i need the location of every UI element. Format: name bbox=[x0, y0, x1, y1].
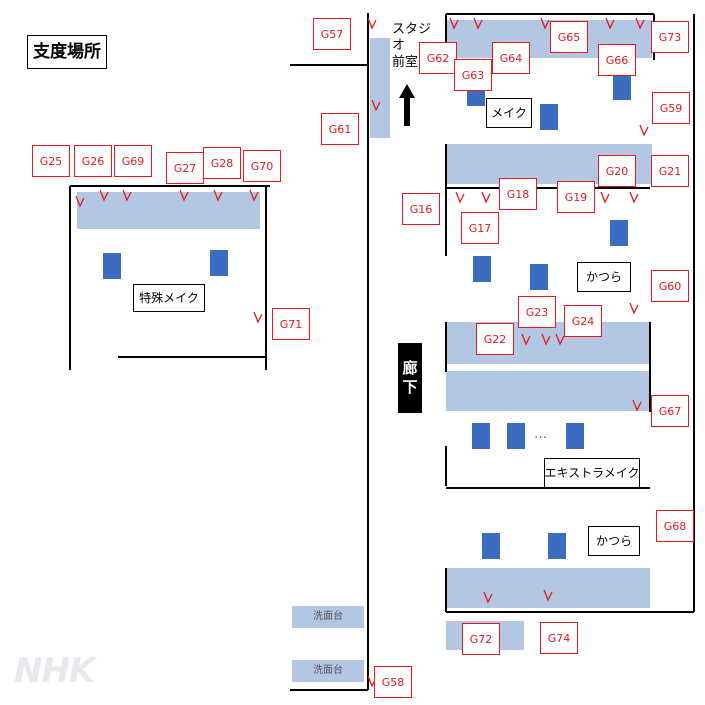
mirror-mark-20 bbox=[629, 191, 639, 204]
corridor-label: 廊 下 bbox=[398, 343, 422, 413]
studio-label: スタジオ bbox=[392, 22, 432, 54]
mirror-mark-25 bbox=[483, 591, 493, 604]
tag-g16: G16 bbox=[402, 193, 440, 225]
tag-g57: G57 bbox=[313, 18, 351, 50]
mirror-mark-17 bbox=[481, 191, 491, 204]
mirror-mark-2 bbox=[99, 189, 109, 202]
chair-7 bbox=[473, 256, 491, 282]
tag-g61: G61 bbox=[321, 113, 359, 145]
mirror-mark-5 bbox=[213, 189, 223, 202]
chair-12 bbox=[482, 533, 500, 559]
tag-g67: G67 bbox=[651, 395, 689, 427]
mirror-mark-14 bbox=[635, 17, 645, 30]
counter-2 bbox=[370, 38, 390, 138]
tag-g19: G19 bbox=[557, 181, 595, 213]
tag-g68: G68 bbox=[656, 510, 694, 542]
counter-1 bbox=[77, 192, 260, 229]
tag-g24: G24 bbox=[564, 305, 602, 337]
mirror-mark-24 bbox=[632, 399, 642, 412]
wig-room-lower-label: かつら bbox=[588, 526, 640, 556]
mirror-mark-19 bbox=[600, 191, 610, 204]
page-title: 支度場所 bbox=[27, 35, 107, 69]
nhk-logo: NHK bbox=[14, 651, 95, 691]
chair-1 bbox=[103, 253, 121, 279]
tag-g63: G63 bbox=[454, 59, 492, 91]
mirror-mark-13 bbox=[605, 17, 615, 30]
tag-g25: G25 bbox=[32, 145, 70, 177]
mirror-mark-1 bbox=[75, 195, 85, 208]
sink-1-label: 洗面台 bbox=[313, 611, 343, 622]
chair-10 bbox=[507, 423, 525, 449]
tag-g62: G62 bbox=[419, 42, 457, 74]
tag-g18: G18 bbox=[499, 178, 537, 210]
chair-9 bbox=[472, 423, 490, 449]
makeup-counters bbox=[77, 20, 652, 682]
tag-g70: G70 bbox=[243, 150, 281, 182]
sink-2-label: 洗面台 bbox=[313, 665, 343, 676]
tag-g73: G73 bbox=[651, 21, 689, 53]
studio-front-room-label: スタジオ 前室 bbox=[392, 22, 438, 71]
wig-room-upper-label: かつら bbox=[577, 262, 631, 292]
mirror-mark-12 bbox=[540, 17, 550, 30]
special-makeup-label: 特殊メイク bbox=[133, 284, 205, 312]
chair-4 bbox=[540, 104, 558, 130]
chair-5 bbox=[613, 74, 631, 100]
front-room-label: 前室 bbox=[392, 54, 419, 70]
corridor-char-1: 廊 bbox=[402, 359, 418, 378]
mirror-mark-21 bbox=[521, 333, 531, 346]
up-arrow-shape bbox=[399, 84, 415, 126]
tag-g64: G64 bbox=[492, 42, 530, 74]
tag-g66: G66 bbox=[598, 44, 636, 76]
more-chairs-ellipsis: … bbox=[534, 427, 547, 442]
mirror-mark-8 bbox=[367, 17, 377, 30]
mirror-mark-10 bbox=[449, 17, 459, 30]
mirror-mark-9 bbox=[371, 99, 381, 112]
chair-8 bbox=[530, 264, 548, 290]
tag-g26: G26 bbox=[74, 145, 112, 177]
tag-g23: G23 bbox=[518, 296, 556, 328]
tag-g60: G60 bbox=[651, 270, 689, 302]
mirror-mark-28 bbox=[629, 302, 639, 315]
counter-9 bbox=[292, 606, 364, 628]
chair-2 bbox=[210, 250, 228, 276]
tag-g69: G69 bbox=[114, 145, 152, 177]
mirror-marks bbox=[75, 17, 649, 688]
tag-g58: G58 bbox=[374, 666, 412, 698]
extra-makeup-label: エキストラメイク bbox=[544, 458, 640, 488]
counter-10 bbox=[292, 660, 364, 682]
tag-g71: G71 bbox=[272, 308, 310, 340]
up-arrow-icon bbox=[399, 84, 415, 126]
mirror-mark-3 bbox=[122, 189, 132, 202]
chair-11 bbox=[566, 423, 584, 449]
tag-g59: G59 bbox=[652, 92, 690, 124]
tag-g65: G65 bbox=[550, 21, 588, 53]
tag-g22: G22 bbox=[476, 323, 514, 355]
tag-g74: G74 bbox=[540, 622, 578, 654]
chair-13 bbox=[548, 533, 566, 559]
mirror-mark-6 bbox=[249, 189, 259, 202]
mirror-mark-23 bbox=[555, 333, 565, 346]
counter-6 bbox=[446, 371, 650, 411]
tag-g27: G27 bbox=[166, 152, 204, 184]
tag-g72: G72 bbox=[462, 623, 500, 655]
makeup-room-label: メイク bbox=[486, 98, 532, 128]
mirror-mark-16 bbox=[455, 191, 465, 204]
mirror-mark-22 bbox=[541, 333, 551, 346]
tag-g17: G17 bbox=[461, 212, 499, 244]
mirror-mark-11 bbox=[473, 17, 483, 30]
mirror-mark-4 bbox=[179, 189, 189, 202]
tag-g21: G21 bbox=[651, 155, 689, 187]
tag-g20: G20 bbox=[598, 155, 636, 187]
mirror-mark-15 bbox=[639, 124, 649, 137]
counter-7 bbox=[446, 568, 650, 608]
mirror-mark-7 bbox=[253, 311, 263, 324]
corridor-char-2: 下 bbox=[402, 378, 418, 396]
tag-g28: G28 bbox=[203, 147, 241, 179]
chairs bbox=[103, 74, 631, 559]
chair-6 bbox=[610, 220, 628, 246]
mirror-mark-26 bbox=[543, 589, 553, 602]
